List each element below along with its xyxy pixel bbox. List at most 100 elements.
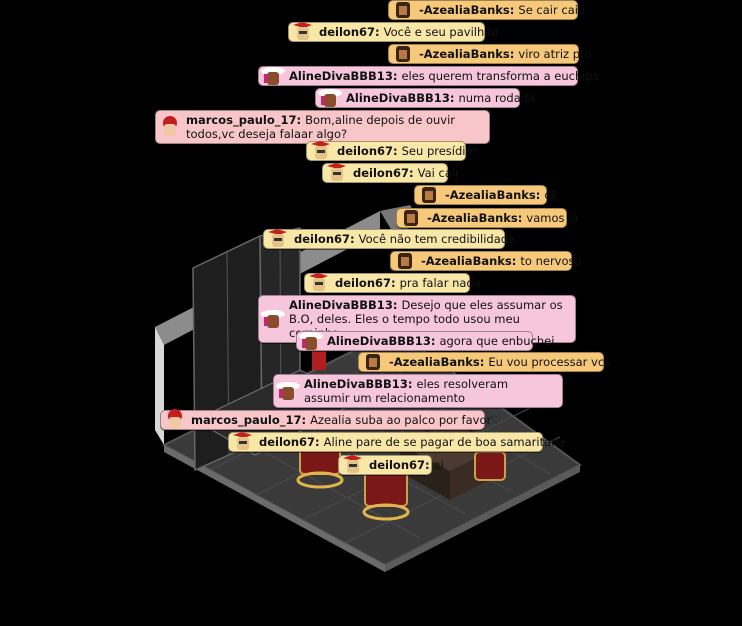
aline-avatar-icon[interactable] xyxy=(298,330,324,352)
chat-message-text: numa rodada xyxy=(458,91,536,105)
azealia-avatar-icon[interactable] xyxy=(360,351,386,373)
chat-message-text: Azealia suba ao palco por favor♡ xyxy=(310,413,502,427)
chat-message-text: vamos la xyxy=(526,211,579,225)
chat-username[interactable]: -AzealiaBanks xyxy=(445,188,536,202)
aline-avatar-icon[interactable] xyxy=(275,380,301,402)
azealia-avatar-icon[interactable] xyxy=(416,184,442,206)
azealia-avatar-icon[interactable] xyxy=(390,43,416,65)
chat-message-text: ok xyxy=(544,188,559,202)
chat-message-text: Bom,aline depois de ouvir todos,vc desej… xyxy=(186,113,456,141)
chat-bubble[interactable]: -AzealiaBanks: vamos la xyxy=(396,207,578,229)
deilon-avatar-icon[interactable] xyxy=(308,140,334,162)
chat-username[interactable]: marcos_paulo_17 xyxy=(191,413,302,427)
chat-separator: : xyxy=(509,3,519,17)
chat-separator: : xyxy=(517,211,527,225)
aline-avatar-icon[interactable] xyxy=(260,308,286,330)
chat-separator: : xyxy=(430,334,440,348)
chat-separator: : xyxy=(393,144,402,158)
deilon-avatar-icon[interactable] xyxy=(340,454,366,476)
chat-separator: : xyxy=(296,113,306,127)
chat-separator: : xyxy=(535,188,545,202)
chat-message-text: Vai cair xyxy=(417,166,460,180)
chat-username[interactable]: -AzealiaBanks xyxy=(419,47,510,61)
chat-username[interactable]: -AzealiaBanks xyxy=(419,3,510,17)
chat-username[interactable]: AlineDivaBBB13 xyxy=(289,69,393,83)
chat-separator: : xyxy=(479,355,489,369)
chat-message-text: to nervosa xyxy=(520,254,582,268)
chat-username[interactable]: AlineDivaBBB13 xyxy=(346,91,450,105)
chat-separator: : xyxy=(407,377,417,391)
chat-bubble[interactable]: deilon67: Aline pare de se pagar de boa … xyxy=(228,431,565,453)
room-floor-edge xyxy=(164,445,385,572)
aline-avatar-icon[interactable] xyxy=(317,87,343,109)
chat-separator: : xyxy=(391,276,400,290)
deilon-avatar-icon[interactable] xyxy=(230,431,256,453)
chat-separator: : xyxy=(315,435,324,449)
chat-bubble[interactable]: -AzealiaBanks: to nervosa xyxy=(390,250,582,272)
chat-message-text: Seu presídio* xyxy=(401,144,479,158)
chat-username[interactable]: -AzealiaBanks xyxy=(389,355,480,369)
chat-message-text: eles querem transforma a euchips xyxy=(401,69,599,83)
chat-username[interactable]: AlineDivaBBB13 xyxy=(327,334,431,348)
deilon-avatar-icon[interactable] xyxy=(265,228,291,250)
deilon-avatar-icon[interactable] xyxy=(290,21,316,43)
chat-separator: : xyxy=(509,47,519,61)
chat-separator: : xyxy=(375,25,384,39)
room-floor-edge-right xyxy=(385,465,580,572)
chat-username[interactable]: -AzealiaBanks xyxy=(427,211,518,225)
chat-message-text: ai xyxy=(433,458,444,472)
chat-separator: : xyxy=(301,413,311,427)
chat-username[interactable]: deilon67 xyxy=(294,232,351,246)
chat-username[interactable]: AlineDivaBBB13 xyxy=(304,377,408,391)
azealia-avatar-icon[interactable] xyxy=(390,0,416,21)
aline-avatar-icon[interactable] xyxy=(260,65,286,87)
chat-separator: : xyxy=(392,69,402,83)
chat-bubble[interactable]: AlineDivaBBB13: numa rodada xyxy=(315,87,535,109)
chat-separator: : xyxy=(449,91,459,105)
chat-message-text: eles resolveram assumir um relacionament… xyxy=(304,377,509,405)
chat-username[interactable]: deilon67 xyxy=(335,276,392,290)
chat-message-text: Se cair caiu xyxy=(518,3,586,17)
chat-bubble[interactable]: deilon67: Você não tem credibilidade xyxy=(263,228,515,250)
chat-bubble[interactable]: -AzealiaBanks: ok xyxy=(414,184,558,206)
chat-username[interactable]: marcos_paulo_17 xyxy=(186,113,297,127)
azealia-avatar-icon[interactable] xyxy=(398,207,424,229)
chat-username[interactable]: deilon67 xyxy=(259,435,316,449)
azealia-avatar-icon[interactable] xyxy=(392,250,418,272)
chat-bubble[interactable]: AlineDivaBBB13: agora que enbuchei xyxy=(296,330,554,352)
chat-bubble[interactable]: deilon67: pra falar nada. xyxy=(304,272,484,294)
deilon-avatar-icon[interactable] xyxy=(306,272,332,294)
chat-bubble[interactable]: -AzealiaBanks: viro atriz pro xyxy=(388,43,592,65)
marcos-avatar-icon[interactable] xyxy=(157,116,183,138)
deilon-avatar-icon[interactable] xyxy=(324,162,350,184)
chat-bubble[interactable]: -AzealiaBanks: Eu vou processar vcs xyxy=(358,351,610,373)
chat-message-text: viro atriz pro xyxy=(518,47,592,61)
chat-bubble[interactable]: deilon67: ai xyxy=(338,454,444,476)
chat-username[interactable]: deilon67 xyxy=(353,166,410,180)
chat-message-text: Você não tem credibilidade xyxy=(358,232,516,246)
chat-message-text: agora que enbuchei xyxy=(439,334,555,348)
chat-separator: : xyxy=(511,254,521,268)
chat-separator: : xyxy=(425,458,434,472)
chat-bubble[interactable]: deilon67: Seu presídio* xyxy=(306,140,478,162)
chat-message-text: Aline pare de se pagar de boa samaritana xyxy=(323,435,566,449)
chat-username[interactable]: -AzealiaBanks xyxy=(421,254,512,268)
chat-separator: : xyxy=(350,232,359,246)
chat-bubble[interactable]: marcos_paulo_17: Bom,aline depois de ouv… xyxy=(155,110,490,144)
chat-message-text: Eu vou processar vcs xyxy=(488,355,611,369)
chat-bubble[interactable]: -AzealiaBanks: Se cair caiu xyxy=(388,0,585,21)
chat-username[interactable]: deilon67 xyxy=(319,25,376,39)
chat-username[interactable]: AlineDivaBBB13 xyxy=(289,298,393,312)
chat-message-text: pra falar nada. xyxy=(399,276,485,290)
chat-username[interactable]: deilon67 xyxy=(369,458,426,472)
chat-bubble[interactable]: AlineDivaBBB13: eles querem transforma a… xyxy=(258,65,599,87)
chat-message-text: Você e seu pavilhão xyxy=(383,25,499,39)
chat-username[interactable]: deilon67 xyxy=(337,144,394,158)
chat-bubble[interactable]: marcos_paulo_17: Azealia suba ao palco p… xyxy=(160,409,502,431)
chat-bubble[interactable]: deilon67: Vai cair xyxy=(322,162,460,184)
chat-bubble[interactable]: AlineDivaBBB13: eles resolveram assumir … xyxy=(273,374,563,408)
marcos-avatar-icon[interactable] xyxy=(162,409,188,431)
chat-separator: : xyxy=(392,298,402,312)
chat-bubble[interactable]: deilon67: Você e seu pavilhão xyxy=(288,21,498,43)
chat-separator: : xyxy=(409,166,418,180)
